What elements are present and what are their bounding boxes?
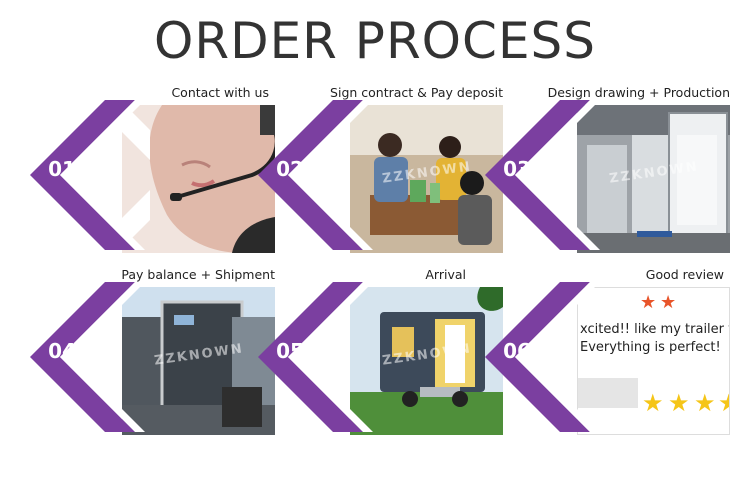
- review-photo-thumb: [578, 378, 638, 408]
- step-image-production: ZZKNOWN: [577, 105, 730, 253]
- review-line-1: xcited!! like my trailer ver: [580, 322, 729, 337]
- step-image-review: ★ ★ xcited!! like my trailer ver Everyth…: [577, 287, 730, 435]
- step-number: 05: [276, 339, 304, 363]
- chevron-badge-06: [485, 282, 600, 432]
- chevron-badge-01: [30, 100, 150, 250]
- step-image-contract: ZZKNOWN: [350, 105, 503, 253]
- step-caption: Design drawing + Production: [547, 85, 730, 100]
- chevron-badge-03: [485, 100, 600, 250]
- step-01: Contact with us 01: [30, 85, 275, 263]
- step-caption: Pay balance + Shipment: [121, 267, 275, 282]
- step-number: 03: [503, 157, 531, 181]
- step-image-shipment: ZZKNOWN: [122, 287, 275, 435]
- step-04: Pay balance + Shipment ZZKNOWN 04: [30, 267, 275, 445]
- step-05: Arrival ZZKNOWN 05: [258, 267, 503, 445]
- star-icon: ★: [694, 389, 716, 417]
- step-number: 02: [276, 157, 304, 181]
- chevron-badge-04: [30, 282, 145, 432]
- step-caption: Contact with us: [171, 85, 269, 100]
- star-icon: ★: [660, 292, 677, 313]
- chevron-badge-02: [258, 100, 373, 250]
- star-icon: ★: [718, 391, 729, 415]
- step-number: 01: [48, 157, 76, 181]
- star-icon: ★: [640, 292, 657, 313]
- step-caption: Good review: [645, 267, 724, 282]
- step-caption: Arrival: [425, 267, 466, 282]
- step-image-arrival: ZZKNOWN: [350, 287, 503, 435]
- step-caption: Sign contract & Pay deposit: [330, 85, 503, 100]
- step-03: Design drawing + Production ZZKNOWN 03: [485, 85, 730, 263]
- chevron-badge-05: [258, 282, 373, 432]
- star-icon: ★: [668, 389, 690, 417]
- step-number: 04: [48, 339, 76, 363]
- star-icon: ★: [642, 389, 664, 417]
- step-02: Sign contract & Pay deposit ZZKNOWN 02: [258, 85, 503, 263]
- review-line-2: Everything is perfect!: [580, 340, 721, 355]
- step-image-contact: [122, 105, 275, 253]
- step-06: Good review ★ ★ xcited!! like my trailer…: [485, 267, 730, 445]
- page-title: ORDER PROCESS: [153, 12, 597, 70]
- step-number: 06: [503, 339, 531, 363]
